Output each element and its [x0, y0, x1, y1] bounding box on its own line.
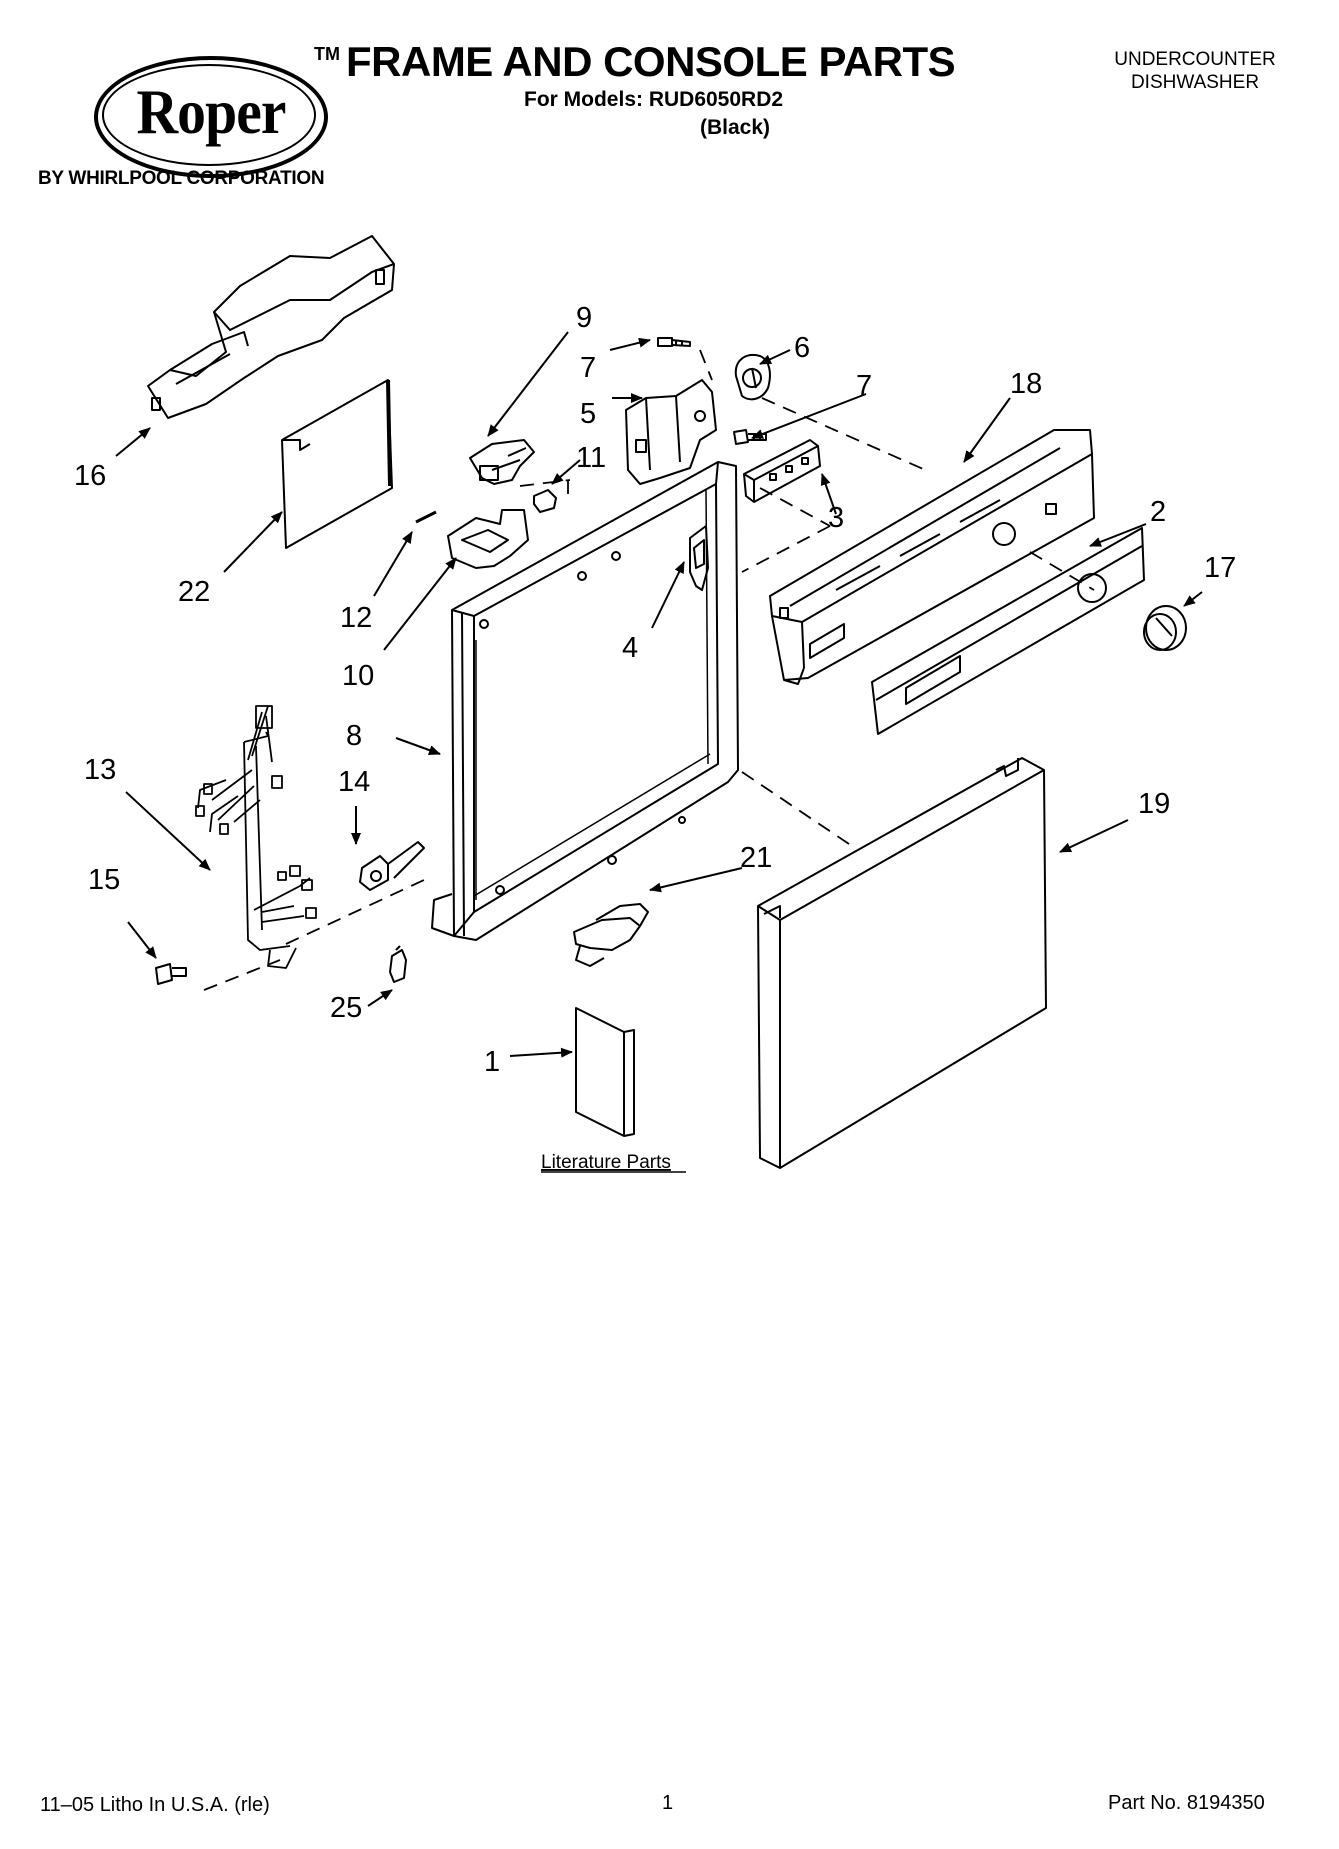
product-type-line2: DISHWASHER	[1130, 72, 1260, 93]
part-console-panel	[769, 429, 1095, 685]
part-upper-latch	[469, 439, 535, 485]
part-latch-bracket	[447, 509, 529, 569]
callout-7-lower: 7	[856, 370, 872, 402]
part-screw-upper	[657, 337, 691, 347]
callout-3: 3	[828, 502, 844, 534]
footer-part-number: Part No. 8194350	[1108, 1792, 1265, 1814]
part-small-clip	[533, 489, 557, 513]
callout-2: 2	[1150, 496, 1166, 528]
part-control-panel-overlay	[871, 527, 1145, 735]
assembly-lines	[203, 349, 1095, 991]
part-switch-bar	[743, 439, 821, 503]
part-connector	[359, 841, 425, 891]
callout-18: 18	[1010, 368, 1042, 400]
product-type-line1: UNDERCOUNTER	[1114, 49, 1276, 70]
literature-parts-label: Literature Parts	[541, 1152, 671, 1173]
logo-wordmark: Roper	[136, 76, 286, 147]
logo-oval-inner	[102, 64, 316, 166]
trademark-symbol: TM	[314, 44, 340, 64]
part-literature	[575, 1007, 635, 1137]
part-main-frame	[431, 461, 739, 941]
brand-subtitle: BY WHIRLPOOL CORPORATION	[38, 168, 325, 189]
part-panel-sheet	[281, 379, 393, 549]
part-wire-harness	[195, 705, 317, 969]
callout-17: 17	[1204, 552, 1236, 584]
callout-15: 15	[88, 864, 120, 896]
callout-1: 1	[484, 1046, 500, 1078]
callout-labels: 1 2 3 4 5 6 7 7 8 9 10 11 12 13 14 15 16…	[74, 302, 1236, 1078]
part-small-tab	[389, 945, 407, 983]
part-door-panel	[757, 757, 1047, 1169]
callout-21: 21	[740, 842, 772, 874]
part-switch-assembly	[625, 379, 717, 485]
footer-litho: 11–05 Litho In U.S.A. (rle)	[40, 1794, 270, 1816]
footer-page-number: 1	[662, 1792, 674, 1814]
leader-arrows	[115, 331, 1203, 1058]
product-type: UNDERCOUNTER DISHWASHER	[1080, 48, 1310, 94]
part-knob-cam	[734, 354, 771, 401]
callout-25: 25	[330, 992, 362, 1024]
part-console-housing	[147, 235, 395, 419]
part-door-clip	[573, 903, 649, 967]
callout-7-upper: 7	[580, 352, 596, 384]
callout-9: 9	[576, 302, 592, 334]
callout-14: 14	[338, 766, 370, 798]
callout-19: 19	[1138, 788, 1170, 820]
model-number: For Models: RUD6050RD2	[524, 88, 784, 111]
brand-logo: Roper TM BY WHIRLPOOL CORPORATION	[38, 40, 358, 190]
page-title: FRAME AND CONSOLE PARTS	[346, 38, 956, 85]
callout-10: 10	[342, 660, 374, 692]
callout-11: 11	[576, 442, 606, 474]
callout-22: 22	[178, 576, 210, 608]
part-side-bracket	[689, 525, 709, 591]
part-screw-middle	[733, 429, 767, 445]
callout-8: 8	[346, 720, 362, 752]
callout-4: 4	[622, 632, 638, 664]
part-harness-screw	[155, 963, 187, 985]
callout-16: 16	[74, 460, 106, 492]
callout-6: 6	[794, 332, 810, 364]
logo-oval	[94, 56, 328, 178]
part-pin	[415, 510, 437, 524]
callout-5: 5	[580, 398, 596, 430]
model-color: (Black)	[700, 116, 771, 139]
callout-13: 13	[84, 754, 116, 786]
callout-12: 12	[340, 602, 372, 634]
part-knob	[1143, 605, 1187, 651]
